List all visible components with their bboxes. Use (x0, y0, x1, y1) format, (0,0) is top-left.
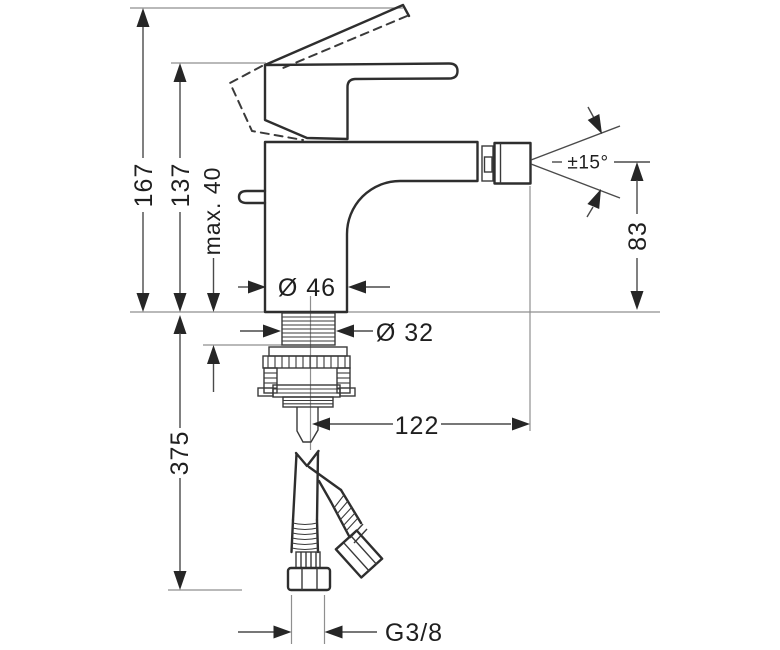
spray-ray-upper (530, 125, 621, 161)
hose-edge-left (291, 452, 298, 522)
arrowhead-swivel-down (587, 189, 601, 209)
faucet-outline (228, 3, 532, 592)
mounting-flange-nut (262, 355, 351, 369)
arrowhead-up (207, 345, 220, 364)
arrowhead-right (512, 417, 530, 431)
dim-shank-diameter: Ø 32 (240, 319, 434, 347)
spray-nozzle (481, 141, 532, 185)
arrowhead-left (324, 625, 343, 639)
arrowhead-right (248, 280, 266, 294)
hose-edge-right (315, 450, 320, 522)
diag-braid-hatch (333, 494, 359, 532)
dim-spout-reach: 122 (312, 412, 530, 440)
arrowhead-down (173, 293, 187, 312)
arrowhead-up (136, 8, 150, 27)
dim-max-mounting-thickness: max. 40 (199, 167, 225, 392)
arrowhead-down (630, 291, 644, 310)
reference-lines (130, 7, 660, 644)
dim-total-height-label: 167 (130, 163, 158, 208)
lever-handle (263, 62, 459, 141)
shank-and-mounting-set (257, 312, 356, 443)
arrowhead-up (173, 315, 187, 334)
arrowhead-left (348, 280, 366, 294)
dim-handle-height-label: 137 (167, 163, 195, 208)
arrowhead-down (173, 571, 187, 590)
diag-hex-facet (343, 542, 371, 572)
spray-ray-lower (530, 163, 621, 199)
arrowhead-swivel-up (587, 114, 602, 134)
hose-hex-nut (286, 566, 332, 592)
nozzle-body (493, 141, 532, 185)
dim-base-diameter: Ø 46 (238, 274, 390, 302)
popup-rod-knob (237, 189, 267, 205)
dim-spout-height-label: 83 (624, 221, 652, 251)
arrowhead-up (630, 162, 644, 181)
dim-spray-angle: ±15° (530, 106, 650, 218)
mounting-stud-left (263, 367, 278, 394)
flange-nut-hatch (267, 356, 346, 368)
diag-hose-edge-bottom (317, 479, 333, 504)
faucet-body-and-spout (263, 140, 479, 314)
dim-spout-reach-label: 122 (395, 412, 440, 440)
arrowhead-right (273, 625, 292, 639)
diag-hex-nut (334, 529, 384, 579)
lower-thread (282, 396, 334, 408)
dim-handle-height: 137 (167, 63, 195, 312)
shank-thread-hatch (282, 316, 335, 342)
braid-hatch (291, 522, 319, 551)
arrowhead-up (173, 63, 187, 82)
diag-hose-edge-top (307, 465, 343, 492)
nozzle-connector-notch (483, 156, 493, 173)
arrowhead-down (207, 293, 220, 312)
mounting-washer (268, 346, 348, 357)
shank-collar (272, 384, 341, 398)
dim-supply-hose-length-label: 375 (166, 431, 194, 476)
dim-base-diameter-label: Ø 46 (278, 274, 336, 302)
braid-edge-right (315, 518, 320, 554)
dim-spray-angle-label: ±15° (567, 153, 608, 174)
handle-cap-tilted-phantom (228, 65, 304, 141)
mounting-stud-right (336, 367, 351, 394)
hose-break-notch (294, 449, 320, 468)
arrowhead-right (263, 324, 281, 338)
arrowhead-left (312, 417, 330, 431)
lever-raised-bottom-edge-phantom (282, 15, 408, 69)
collar-tab-left (257, 387, 274, 397)
collar-tab-right (339, 387, 356, 397)
dim-connection-thread-label: G3/8 (385, 619, 443, 647)
dim-spout-height: 83 (624, 162, 652, 310)
diag-hex-facet (350, 536, 378, 566)
arrowhead-left (336, 324, 354, 338)
supply-hose-diagonal (307, 465, 384, 579)
nozzle-connector (481, 145, 494, 182)
dim-connection-thread: G3/8 (238, 619, 443, 647)
dim-total-height: 167 (130, 8, 158, 312)
dim-max-mounting-thickness-label: max. 40 (199, 167, 225, 256)
supply-hose-main (286, 449, 332, 592)
arrowhead-down (136, 293, 150, 312)
braid-edge-left (290, 518, 295, 554)
dim-supply-hose-length: 375 (166, 315, 194, 590)
dimensions: 167 137 max. 40 375 (130, 8, 652, 647)
dim-shank-diameter-label: Ø 32 (376, 319, 434, 347)
diag-braid-edge-top (339, 488, 363, 525)
lever-raised-top-edge (263, 3, 411, 67)
